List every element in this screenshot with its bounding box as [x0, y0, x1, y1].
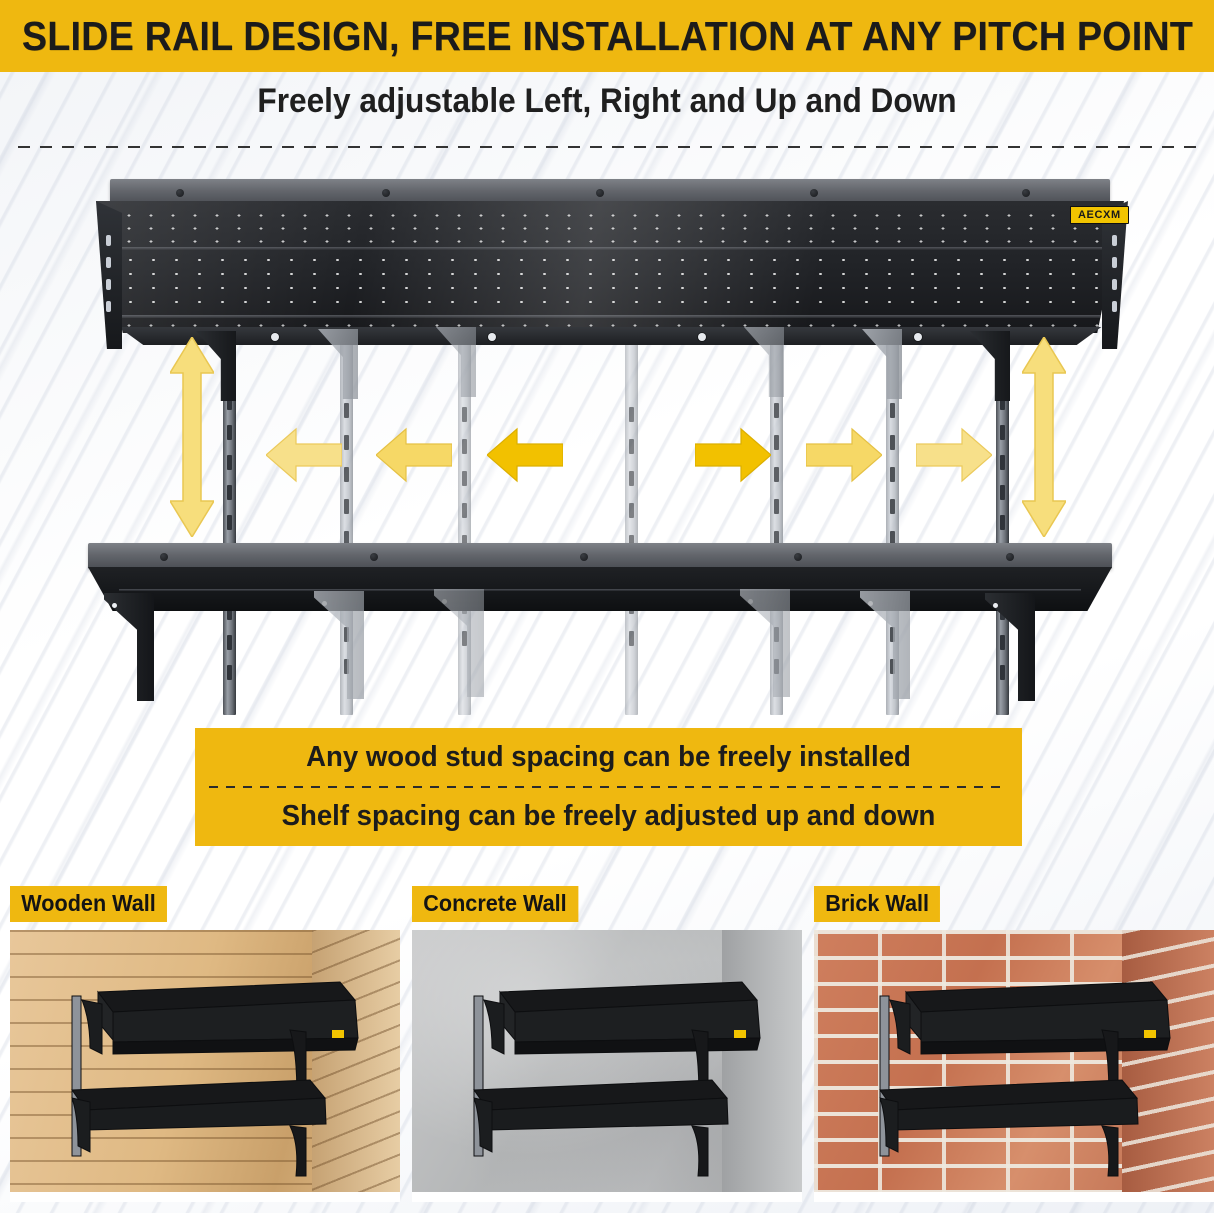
- subtitle-divider: [18, 146, 1196, 148]
- lower-wall-mounting-rail: [88, 543, 1112, 569]
- wall-type-wooden: Wooden Wall: [10, 886, 400, 1202]
- photo-wooden-wall: [10, 930, 400, 1202]
- photo-concrete-wall: [412, 930, 802, 1202]
- left-arrow-2: [376, 427, 452, 483]
- wall-type-concrete: Concrete Wall: [412, 886, 802, 1202]
- shelf-render-concrete: [473, 981, 761, 1177]
- shelf-render-brick: [879, 981, 1171, 1177]
- right-arrow-1: [695, 427, 771, 483]
- deck-seam-upper: [116, 247, 1104, 250]
- right-arrow-2: [806, 427, 882, 483]
- lower-shelf-deck: [88, 567, 1112, 611]
- info-banner-divider: [209, 786, 1008, 788]
- upper-wall-mounting-rail: AECXM: [110, 179, 1129, 224]
- lower-bracket-left: [104, 593, 154, 701]
- deck-highlight: [96, 201, 1124, 333]
- lower-deck-seam: [118, 589, 1082, 591]
- wall-tag-concrete: Concrete Wall: [412, 886, 578, 922]
- upper-shelf-side-plate-left: [96, 201, 122, 349]
- info-banner-group: Any wood stud spacing can be freely inst…: [195, 728, 1022, 846]
- wall-type-brick: Brick Wall: [814, 886, 1214, 1202]
- wall-type-section: Wooden Wall: [0, 886, 1214, 1213]
- right-arrow-3: [916, 427, 992, 483]
- subtitle: Freely adjustable Left, Right and Up and…: [257, 82, 957, 120]
- upper-shelf-front-lip: [118, 327, 1102, 345]
- upper-shelf-deck: [96, 201, 1124, 333]
- wall-standard-4: [625, 321, 638, 715]
- left-arrow-1: [487, 427, 563, 483]
- info-banner-line1: Any wood stud spacing can be freely inst…: [306, 741, 911, 773]
- perforation-band-top: [96, 209, 1124, 245]
- deck-seam-lower: [116, 315, 1104, 318]
- wall-tag-wooden: Wooden Wall: [10, 886, 168, 922]
- up-down-arrow-right: [1022, 337, 1066, 537]
- left-arrow-3: [266, 427, 342, 483]
- photo-brick-wall: [814, 930, 1214, 1202]
- info-banner-line2: Shelf spacing can be freely adjusted up …: [281, 800, 936, 832]
- shelf-render-wooden: [71, 981, 359, 1177]
- brand-badge: AECXM: [1070, 206, 1129, 224]
- wall-tag-brick: Brick Wall: [814, 886, 941, 922]
- header-banner: SLIDE RAIL DESIGN, FREE INSTALLATION AT …: [0, 0, 1214, 72]
- product-illustration: AECXM: [0, 155, 1214, 725]
- up-down-arrow-left: [170, 337, 214, 537]
- perforation-band-middle: [96, 253, 1124, 315]
- page-title: SLIDE RAIL DESIGN, FREE INSTALLATION AT …: [21, 12, 1193, 59]
